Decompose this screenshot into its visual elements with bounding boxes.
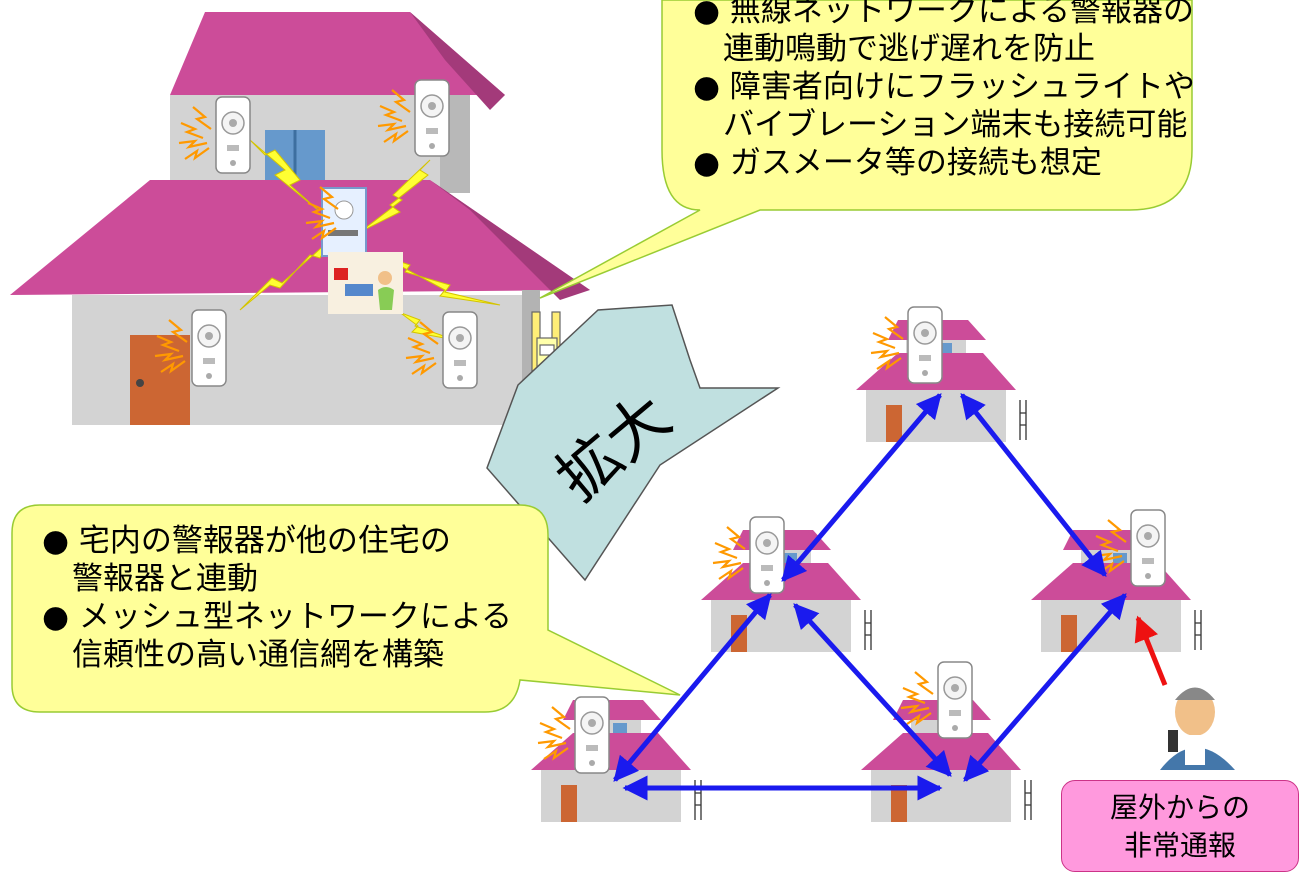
mesh-links <box>613 393 1127 801</box>
house-right <box>1030 509 1202 653</box>
large-house <box>10 12 590 425</box>
house-bottom-left <box>530 696 702 823</box>
callout-left-text: ● 宅内の警報器が他の住宅の 警報器と連動 ● メッシュ型ネットワークによる 信… <box>42 522 512 674</box>
emergency-notification-box: 屋外からの 非常通報 <box>1061 780 1299 872</box>
callout-line: 警報器と連動 <box>72 561 258 597</box>
callout-line: ● メッシュ型ネットワークによる <box>42 599 512 635</box>
magnify-arrow <box>486 304 781 582</box>
callout-line: 信頼性の高い通信網を構築 <box>72 637 444 673</box>
control-panel <box>304 185 367 257</box>
callout-top-text: ● 無線ネットワークによる警報器の 連動鳴動で逃げ遅れを防止 ● 障害者向けにフ… <box>693 0 1195 182</box>
house-bottom-right <box>860 661 1032 823</box>
emergency-arrow <box>1134 615 1168 686</box>
flash-device <box>328 252 403 314</box>
emergency-line: 屋外からの <box>1109 791 1250 824</box>
callout-line: ● 障害者向けにフラッシュライトや <box>693 69 1195 105</box>
callout-line: バイブレーション端末も接続可能 <box>723 107 1188 143</box>
callout-line: ● 宅内の警報器が他の住宅の <box>42 523 451 559</box>
house-top <box>855 306 1027 443</box>
callout-line: ● 無線ネットワークによる警報器の <box>693 0 1194 29</box>
house-left <box>700 516 872 653</box>
callout-line: ● ガスメータ等の接続も想定 <box>693 145 1102 181</box>
person-with-phone <box>1160 687 1235 770</box>
callout-line: 連動鳴動で逃げ遅れを防止 <box>723 31 1095 67</box>
emergency-line: 非常通報 <box>1123 829 1236 862</box>
callout-left <box>11 504 681 713</box>
callout-top <box>539 0 1193 299</box>
